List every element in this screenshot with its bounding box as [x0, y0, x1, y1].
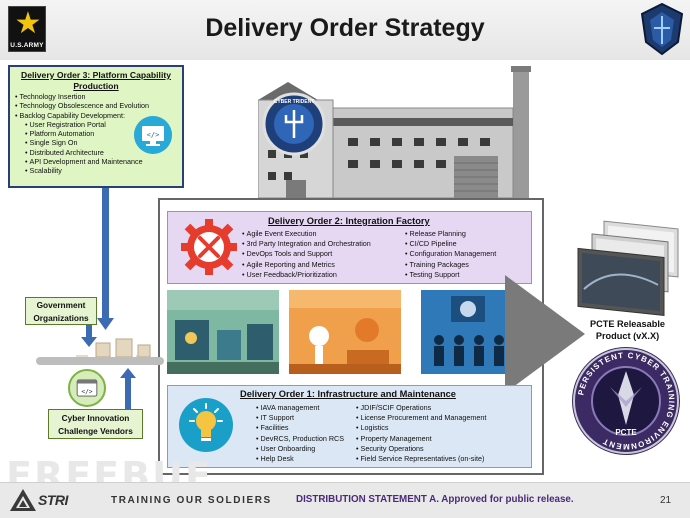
- do3-sub-item: User Registration Portal: [25, 120, 177, 129]
- do3-title-line2: Production: [73, 81, 119, 91]
- product-screens-illustration: [577, 220, 679, 317]
- do1-item: IAVA management: [256, 403, 344, 413]
- do3-sub-list: User Registration Portal Platform Automa…: [25, 120, 177, 176]
- footer-tagline: TRAINING OUR SOLDIERS: [111, 495, 272, 506]
- do2-item: CI/CD Pipeline: [405, 239, 496, 249]
- slide-title: Delivery Order Strategy: [205, 14, 485, 42]
- pcte-seal-icon: PERSISTENT CYBER TRAINING ENVIRONMENT PC…: [572, 347, 680, 455]
- do3-sub-item: Platform Automation: [25, 129, 177, 138]
- do3-sub-item: Scalability: [25, 166, 177, 175]
- output-arrow-icon: [505, 275, 585, 393]
- do2-item: User Feedback/Prioritization: [242, 270, 371, 280]
- do3-item: Technology Obsolescence and Evolution: [15, 101, 177, 110]
- svg-text:</>: </>: [147, 131, 160, 139]
- do1-item: Security Operations: [356, 444, 486, 454]
- delivery-order-1-box: Delivery Order 1: Infrastructure and Mai…: [167, 385, 532, 468]
- pcte-line1: PCTE Releasable: [589, 319, 666, 329]
- vendor-arrow-head-icon: [120, 368, 136, 378]
- do1-list-right: JDIF/SCIF Operations License Procurement…: [356, 403, 487, 464]
- do3-sub-item: Distributed Architecture: [25, 148, 177, 157]
- gov-arrow-head-icon: [81, 337, 97, 347]
- government-organizations-label: Government Organizations: [25, 297, 97, 325]
- code-monitor-icon: </>: [134, 116, 172, 154]
- cyber-innovation-vendors-label: Cyber Innovation Challenge Vendors: [48, 409, 143, 439]
- do1-item: User Onboarding: [256, 444, 344, 454]
- assembly-panel-image: [167, 290, 279, 374]
- gov-line1: Government: [36, 300, 86, 310]
- factory-building-illustration: CYBER TRIDENT: [258, 60, 548, 205]
- slide-footer: [0, 482, 690, 518]
- code-window-icon: </>: [68, 369, 106, 407]
- stri-triangle-icon: [10, 489, 36, 511]
- do1-item: JDIF/SCIF Operations: [356, 403, 486, 413]
- do3-sub-item: API Development and Maintenance: [25, 157, 177, 166]
- army-cyber-logo: [640, 2, 684, 56]
- page-number: 21: [660, 495, 672, 506]
- lightbulb-icon: [179, 398, 233, 452]
- do1-item: Facilities: [256, 423, 344, 433]
- do3-item: Technology Insertion: [15, 92, 177, 101]
- do2-item: Testing Support: [405, 270, 496, 280]
- pcte-seal-bottom-text: PCTE: [615, 428, 637, 437]
- do2-item: Release Planning: [405, 229, 496, 239]
- gov-line2: Organizations: [33, 313, 89, 323]
- do1-item: License Procurement and Management: [356, 413, 487, 423]
- do3-title-line1: Delivery Order 3: Platform Capability: [21, 70, 171, 80]
- do3-sub-item: Single Sign On: [25, 138, 177, 147]
- do2-item: Training Packages: [405, 260, 496, 270]
- do2-item: Agile Reporting and Metrics: [242, 260, 371, 270]
- do2-title: Delivery Order 2: Integration Factory: [268, 216, 430, 226]
- do1-item: Property Management: [356, 434, 486, 444]
- do2-list-left: Agile Event Execution 3rd Party Integrat…: [242, 229, 371, 280]
- do2-item: 3rd Party Integration and Orchestration: [242, 239, 371, 249]
- stri-logo-text: STRI: [38, 492, 68, 508]
- do1-item: DevRCS, Production RCS: [256, 434, 345, 444]
- army-star-icon: ★: [14, 6, 42, 41]
- do2-list-right: Release Planning CI/CD Pipeline Configur…: [405, 229, 497, 280]
- gov-arrow-shaft: [86, 325, 92, 340]
- cyber-line1: Cyber Innovation: [61, 413, 130, 423]
- do3-item: Backlog Capability Development:: [15, 111, 177, 120]
- pcte-line2: Product (vX.X): [595, 331, 660, 341]
- conveyor-boxes: [95, 338, 151, 357]
- do1-item: Field Service Representatives (on-site): [356, 454, 486, 464]
- do1-item: Help Desk: [256, 454, 344, 464]
- do3-arrow-shaft: [102, 188, 109, 321]
- do2-item: Configuration Management: [405, 249, 497, 259]
- do2-item: DevOps Tools and Support: [242, 249, 371, 259]
- do1-item: Logistics: [356, 423, 486, 433]
- us-army-logo: ★ U.S.ARMY: [8, 6, 46, 52]
- do1-title: Delivery Order 1: Infrastructure and Mai…: [240, 389, 456, 399]
- cyber-line2: Challenge Vendors: [58, 426, 133, 436]
- do1-list-left: IAVA management IT Support Facilities De…: [256, 403, 345, 464]
- team-panel-image: [421, 290, 516, 374]
- do3-list: Technology Insertion Technology Obsolesc…: [15, 92, 177, 120]
- vendor-arrow-shaft: [125, 377, 131, 409]
- do1-item: IT Support: [256, 413, 344, 423]
- do3-arrow-head-icon: [97, 318, 114, 330]
- pcte-product-label: PCTE Releasable Product (vX.X): [575, 318, 680, 342]
- factory-sign-text: CYBER TRIDENT: [274, 99, 315, 105]
- svg-text:</>: </>: [81, 388, 93, 395]
- distribution-statement: DISTRIBUTION STATEMENT A. Approved for p…: [296, 494, 574, 505]
- do2-item: Agile Event Execution: [242, 229, 371, 239]
- gear-tools-icon: [181, 219, 237, 275]
- lab-panel-image: [289, 290, 401, 374]
- slide-header: [0, 0, 690, 60]
- army-logo-text: U.S.ARMY: [10, 42, 44, 49]
